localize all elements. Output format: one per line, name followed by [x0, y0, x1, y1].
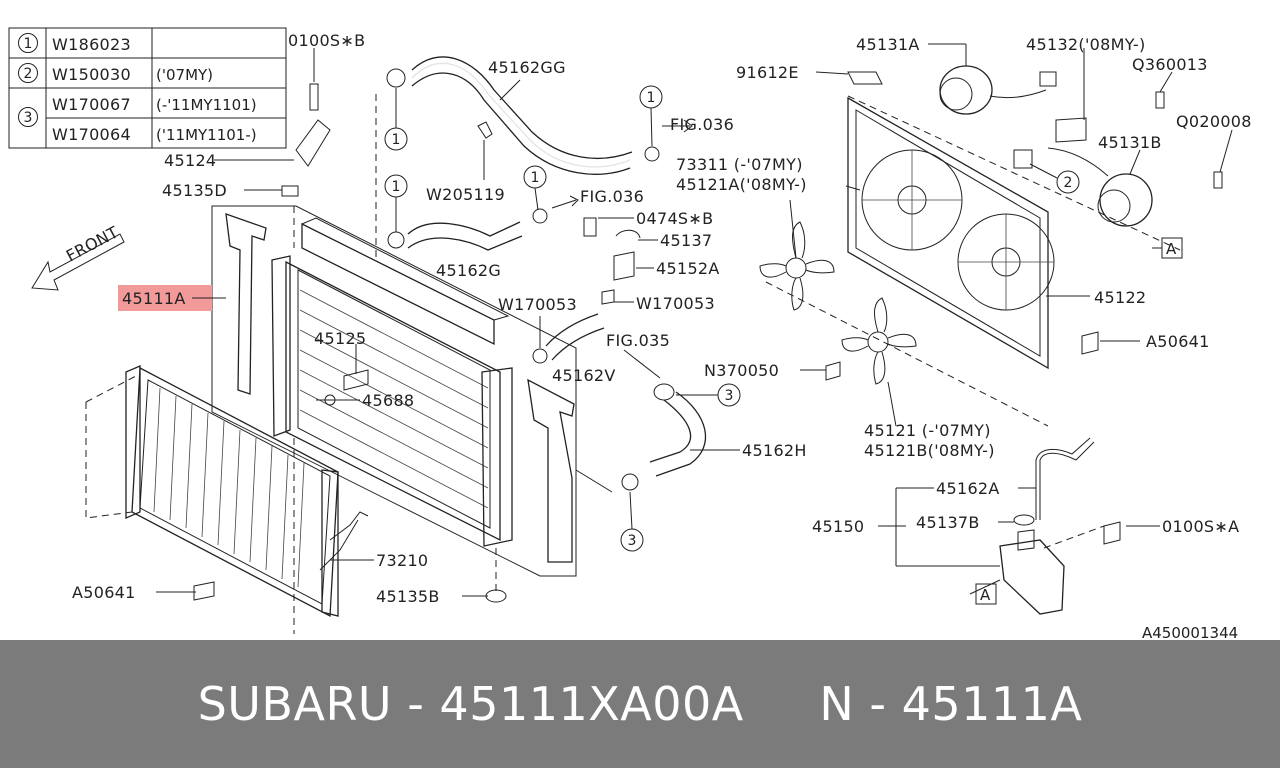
legend-table: 1 2 3 W186023 W150030 W170067 W170064 ('… [8, 27, 287, 149]
legend-code-3: W170067 [52, 95, 131, 114]
label-fig036-top: FIG.036 [670, 115, 734, 134]
label-45137b: 45137B [916, 513, 980, 532]
label-ref-a-2: A [980, 586, 991, 604]
label-91612e: 91612E [736, 63, 799, 82]
legend-note-3: (-'11MY1101) [156, 96, 257, 114]
label-0100s-a: 0100S∗A [1162, 517, 1239, 536]
label-fig035: FIG.035 [606, 331, 670, 350]
hose-45162g [387, 208, 548, 251]
legend-code-2: W150030 [52, 65, 131, 84]
front-arrow-icon: FRONT [31, 222, 125, 291]
callout-3-a: 3 [725, 388, 734, 404]
label-45162g: 45162G [436, 261, 501, 280]
callout-3-b: 3 [628, 533, 637, 549]
legend-note-4: ('11MY1101-) [156, 126, 257, 144]
callout-circles: 1 1 1 1 2 3 3 [384, 85, 1080, 552]
hose-45162v [532, 313, 605, 364]
fan-shroud-drawing [765, 95, 1181, 427]
callout-1-c: 1 [531, 170, 540, 186]
callout-2: 2 [1064, 175, 1073, 191]
ref-box-a-1 [1161, 237, 1183, 259]
condenser-drawing [85, 365, 369, 618]
label-45150: 45150 [812, 517, 864, 536]
callout-1-a: 1 [392, 132, 401, 148]
fan-blade-upper [759, 221, 835, 311]
label-document-id: A450001344 [1142, 624, 1238, 640]
leader-lines [156, 43, 1233, 597]
legend-key-3: 3 [24, 110, 33, 126]
part-labels: 0100S∗B 45162GG 45131A 45132('08MY-) 916… [72, 31, 1252, 640]
label-45122: 45122 [1094, 288, 1146, 307]
label-q360013: Q360013 [1132, 55, 1208, 74]
label-n370050: N370050 [704, 361, 779, 380]
label-ref-a-1: A [1166, 240, 1177, 258]
label-0100s-b: 0100S∗B [288, 31, 365, 50]
legend-code-4: W170064 [52, 125, 131, 144]
label-fig036-mid: FIG.036 [580, 187, 644, 206]
label-45162gg: 45162GG [488, 58, 566, 77]
callout-1-b: 1 [392, 179, 401, 195]
label-w170053-right: W170053 [636, 294, 715, 313]
legend-key-2: 2 [24, 66, 33, 82]
label-45162h: 45162H [742, 441, 807, 460]
label-q020008: Q020008 [1176, 112, 1252, 131]
label-0474s-b: 0474S∗B [636, 209, 713, 228]
label-45121b: 45121B('08MY-) [864, 441, 995, 460]
label-45124: 45124 [164, 151, 216, 170]
label-45111a: 45111A [122, 289, 186, 308]
label-45125: 45125 [314, 329, 366, 348]
label-45131b: 45131B [1098, 133, 1162, 152]
label-45121a: 45121A('08MY-) [676, 175, 807, 194]
reservoir-tank-drawing [999, 437, 1105, 615]
hose-45162h [621, 383, 707, 491]
legend-key-1: 1 [24, 36, 33, 52]
label-w205119: W205119 [426, 185, 505, 204]
label-45135b: 45135B [376, 587, 440, 606]
legend-note-2: ('07MY) [156, 66, 213, 84]
label-45131a: 45131A [856, 35, 920, 54]
label-w170053-left: W170053 [498, 295, 577, 314]
label-45135d: 45135D [162, 181, 227, 200]
label-45152a: 45152A [656, 259, 720, 278]
label-45137: 45137 [660, 231, 712, 250]
label-45688: 45688 [362, 391, 414, 410]
label-73311: 73311 (-'07MY) [676, 155, 803, 174]
small-fittings [193, 83, 1223, 603]
legend-code-1: W186023 [52, 35, 131, 54]
label-45132: 45132('08MY-) [1026, 35, 1146, 54]
footer-part-number-text: SUBARU - 45111XA00A N - 45111A [197, 677, 1083, 731]
label-45162a: 45162A [936, 479, 1000, 498]
ref-box-a-2 [975, 583, 997, 605]
part-number-footer: SUBARU - 45111XA00A N - 45111A [0, 640, 1280, 768]
label-a50641-right: A50641 [1146, 332, 1210, 351]
label-73210: 73210 [376, 551, 428, 570]
label-a50641-left: A50641 [72, 583, 136, 602]
upper-hose-45162gg [386, 56, 660, 175]
exploded-parts-diagram: 1 2 3 W186023 W150030 W170067 W170064 ('… [8, 27, 1252, 640]
callout-1-d: 1 [647, 90, 656, 106]
fan-blade-lower [841, 297, 917, 385]
label-45162v: 45162V [552, 366, 616, 385]
label-45121: 45121 (-'07MY) [864, 421, 991, 440]
radiator-drawing [211, 94, 613, 634]
